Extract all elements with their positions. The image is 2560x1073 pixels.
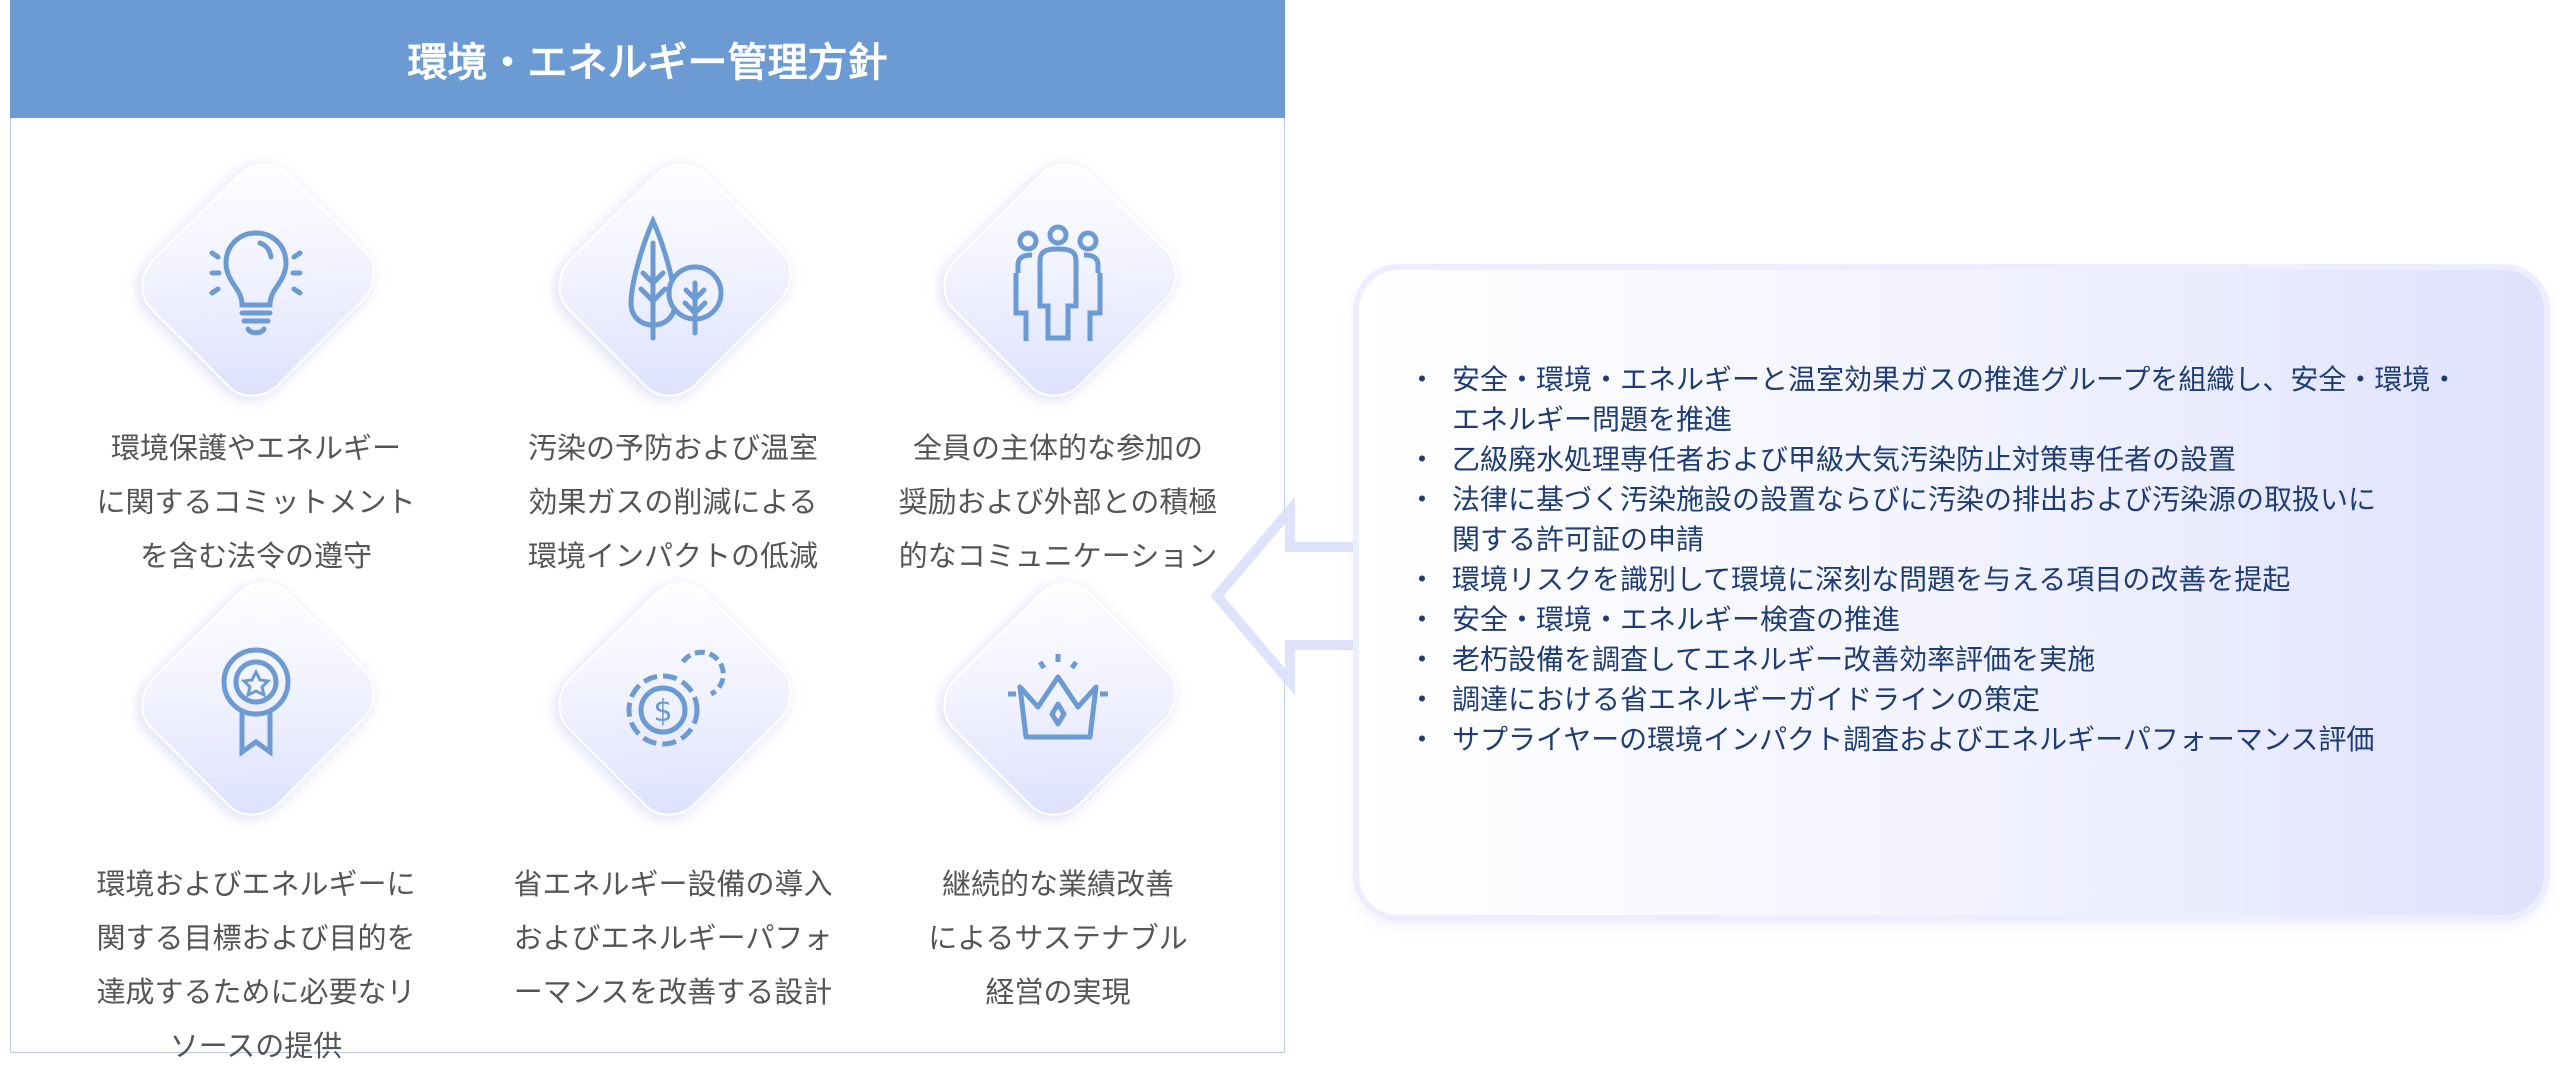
action-box <box>1359 270 2544 915</box>
bullet-icon: ・ <box>1408 683 1437 716</box>
policy-caption: 汚染の予防および温室効果ガスの削減による環境インパクトの低減 <box>463 421 883 583</box>
caption-line: 継続的な業績改善 <box>941 867 1174 901</box>
policy-caption: 継続的な業績改善によるサステナブル経営の実現 <box>848 857 1268 1019</box>
policy-caption: 環境およびエネルギーに関する目標および目的を達成するために必要なリソースの提供 <box>46 857 466 1073</box>
action-line: 法律に基づく汚染施設の設置ならびに汚染の排出および汚染源の取扱いに <box>1452 483 2377 516</box>
caption-line: 汚染の予防および温室 <box>527 431 818 465</box>
action-item: ・安全・環境・エネルギー検査の推進 <box>1400 600 2530 640</box>
action-line: 安全・環境・エネルギー検査の推進 <box>1452 603 1901 636</box>
caption-line: およびエネルギーパフォ <box>513 921 833 955</box>
action-list: ・安全・環境・エネルギーと温室効果ガスの推進グループを組織し、安全・環境・エネル… <box>1400 360 2530 760</box>
caption-line: 奨励および外部との積極 <box>898 485 1218 519</box>
caption-line: 達成するために必要なリ <box>96 975 416 1009</box>
panel-title: 環境・エネルギー管理方針 <box>10 0 1285 118</box>
lightbulb-icon <box>196 213 316 343</box>
caption-line: 効果ガスの削減による <box>528 485 818 519</box>
caption-line: 環境およびエネルギーに <box>96 867 416 901</box>
action-item: ・調達における省エネルギーガイドラインの策定 <box>1400 680 2530 720</box>
bullet-icon: ・ <box>1408 603 1437 636</box>
action-item: ・乙級廃水処理専任者および甲級大気汚染防止対策専任者の設置 <box>1400 440 2530 480</box>
action-line: 関する許可証の申請 <box>1452 523 1705 556</box>
title-text: 環境・エネルギー管理方針 <box>407 40 888 86</box>
action-line: 環境リスクを識別して環境に深刻な問題を与える項目の改善を提起 <box>1452 563 2291 596</box>
caption-line: 関する目標および目的を <box>96 921 416 955</box>
action-item: ・サプライヤーの環境インパクト調査およびエネルギーパフォーマンス評価 <box>1400 720 2530 760</box>
arrow-left-icon <box>1210 496 1359 696</box>
svg-text:$: $ <box>653 694 672 729</box>
bullet-icon: ・ <box>1408 643 1437 676</box>
bullet-icon: ・ <box>1408 723 1437 756</box>
action-line: 安全・環境・エネルギーと温室効果ガスの推進グループを組織し、安全・環境・ <box>1452 363 2459 396</box>
people-icon <box>998 213 1118 343</box>
caption-line: 全員の主体的な参加の <box>912 431 1203 465</box>
caption-line: 経営の実現 <box>985 975 1131 1009</box>
award-medal-icon <box>196 632 316 762</box>
caption-line: 環境インパクトの低減 <box>527 539 818 573</box>
policy-caption: 全員の主体的な参加の奨励および外部との積極的なコミュニケーション <box>848 421 1268 583</box>
trees-icon <box>613 213 733 343</box>
policy-caption: 省エネルギー設備の導入およびエネルギーパフォーマンスを改善する設計 <box>463 857 883 1019</box>
action-item: ・環境リスクを識別して環境に深刻な問題を与える項目の改善を提起 <box>1400 560 2530 600</box>
action-line: 乙級廃水処理専任者および甲級大気汚染防止対策専任者の設置 <box>1452 443 2237 476</box>
bullet-icon: ・ <box>1408 363 1437 396</box>
caption-line: によるサステナブル <box>928 921 1188 955</box>
bullet-icon: ・ <box>1408 483 1437 516</box>
action-item: ・安全・環境・エネルギーと温室効果ガスの推進グループを組織し、安全・環境・エネル… <box>1400 360 2530 440</box>
caption-line: ソースの提供 <box>169 1029 343 1063</box>
bullet-icon: ・ <box>1408 563 1437 596</box>
bullet-icon: ・ <box>1408 443 1437 476</box>
caption-line: を含む法令の遵守 <box>139 539 372 573</box>
action-line: サプライヤーの環境インパクト調査およびエネルギーパフォーマンス評価 <box>1452 723 2375 756</box>
action-line: エネルギー問題を推進 <box>1452 403 1733 436</box>
caption-line: ーマンスを改善する設計 <box>513 975 833 1009</box>
action-line: 調達における省エネルギーガイドラインの策定 <box>1452 683 2041 716</box>
action-line: 老朽設備を調査してエネルギー改善効率評価を実施 <box>1452 643 2096 676</box>
action-item: ・法律に基づく汚染施設の設置ならびに汚染の排出および汚染源の取扱いに関する許可証… <box>1400 480 2530 560</box>
crown-icon <box>998 632 1118 762</box>
policy-caption: 環境保護やエネルギーに関するコミットメントを含む法令の遵守 <box>46 421 466 583</box>
action-item: ・老朽設備を調査してエネルギー改善効率評価を実施 <box>1400 640 2530 680</box>
caption-line: 環境保護やエネルギー <box>110 431 401 465</box>
caption-line: に関するコミットメント <box>96 485 416 519</box>
caption-line: 的なコミュニケーション <box>898 539 1218 573</box>
caption-line: 省エネルギー設備の導入 <box>513 867 833 901</box>
gear-dollar-icon: $ <box>613 632 733 762</box>
